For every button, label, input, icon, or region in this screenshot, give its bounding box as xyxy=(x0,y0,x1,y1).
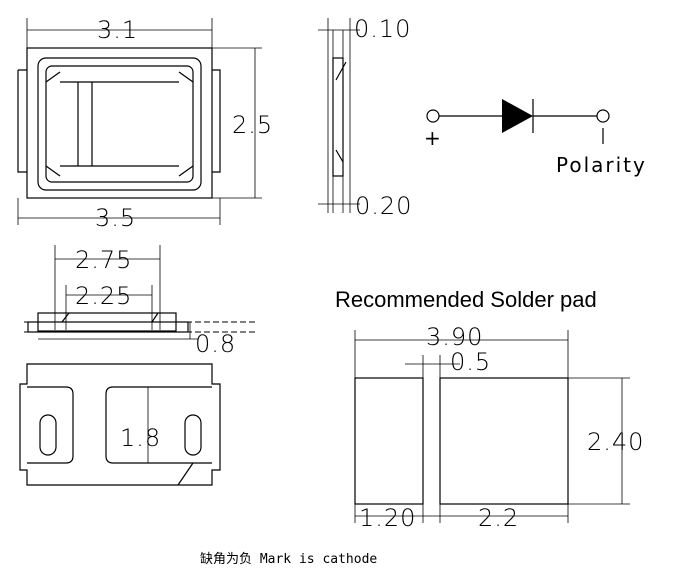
dim-height: 2.5 xyxy=(232,111,273,139)
polarity-label: Polarity xyxy=(556,153,647,177)
dim-pad-outer: 2.75 xyxy=(75,246,132,274)
dim-top-width: 3.1 xyxy=(97,16,138,44)
dim-solder-right-width: 2.2 xyxy=(478,504,519,532)
diode-symbol: + Polarity xyxy=(424,99,647,177)
dim-bottom-pad-height: 1.8 xyxy=(120,424,161,452)
dim-side-top: 0.10 xyxy=(354,15,411,43)
dim-bottom-width: 3.5 xyxy=(95,204,136,232)
front-view: 2.75 2.25 0.8 xyxy=(24,245,255,358)
top-view: 3.1 2.5 3.5 xyxy=(17,16,273,232)
solder-pad: Recommended Solder pad 3.90 0.5 2.40 1.2… xyxy=(335,287,644,532)
solder-title: Recommended Solder pad xyxy=(335,287,597,312)
dim-solder-total-width: 3.90 xyxy=(426,323,483,351)
dim-solder-gap: 0.5 xyxy=(450,348,491,376)
solder-pad-right xyxy=(439,377,569,505)
cathode-note: 缺角为负 Mark is cathode xyxy=(200,552,377,567)
dim-pad-inner: 2.25 xyxy=(75,282,132,310)
dim-solder-pad-height: 2.40 xyxy=(587,428,644,456)
diode-triangle-icon xyxy=(502,99,533,133)
solder-pad-left xyxy=(354,377,424,505)
side-view: 0.10 0.20 xyxy=(318,15,412,220)
bottom-view: 1.8 xyxy=(19,363,221,486)
dim-thickness: 0.8 xyxy=(195,330,236,358)
polarity-plus: + xyxy=(424,126,443,150)
dim-solder-left-width: 1.20 xyxy=(359,504,416,532)
dim-side-bottom: 0.20 xyxy=(355,192,412,220)
